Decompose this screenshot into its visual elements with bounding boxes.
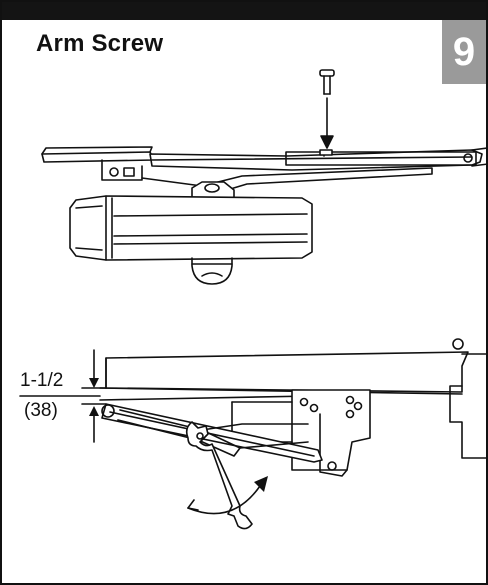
- dimension-mm: (38): [24, 400, 58, 421]
- main-arm-bottom: [101, 403, 323, 463]
- dimension-marker: [19, 349, 107, 443]
- dimension-inches: 1-1/2: [20, 370, 64, 391]
- down-arrow-icon: [320, 97, 334, 149]
- door-frame: [99, 338, 486, 459]
- closer-bracket-bottom: [99, 389, 371, 477]
- wrench-icon: [185, 421, 253, 530]
- rotation-arrow-icon: [187, 476, 268, 515]
- arm-assembly-top: [41, 146, 486, 201]
- step-number-badge: 9: [442, 20, 486, 84]
- arm-screw-icon: [319, 69, 335, 95]
- closer-body-top: [69, 195, 313, 285]
- top-bar: [2, 2, 486, 20]
- step-title: Arm Screw: [36, 30, 164, 57]
